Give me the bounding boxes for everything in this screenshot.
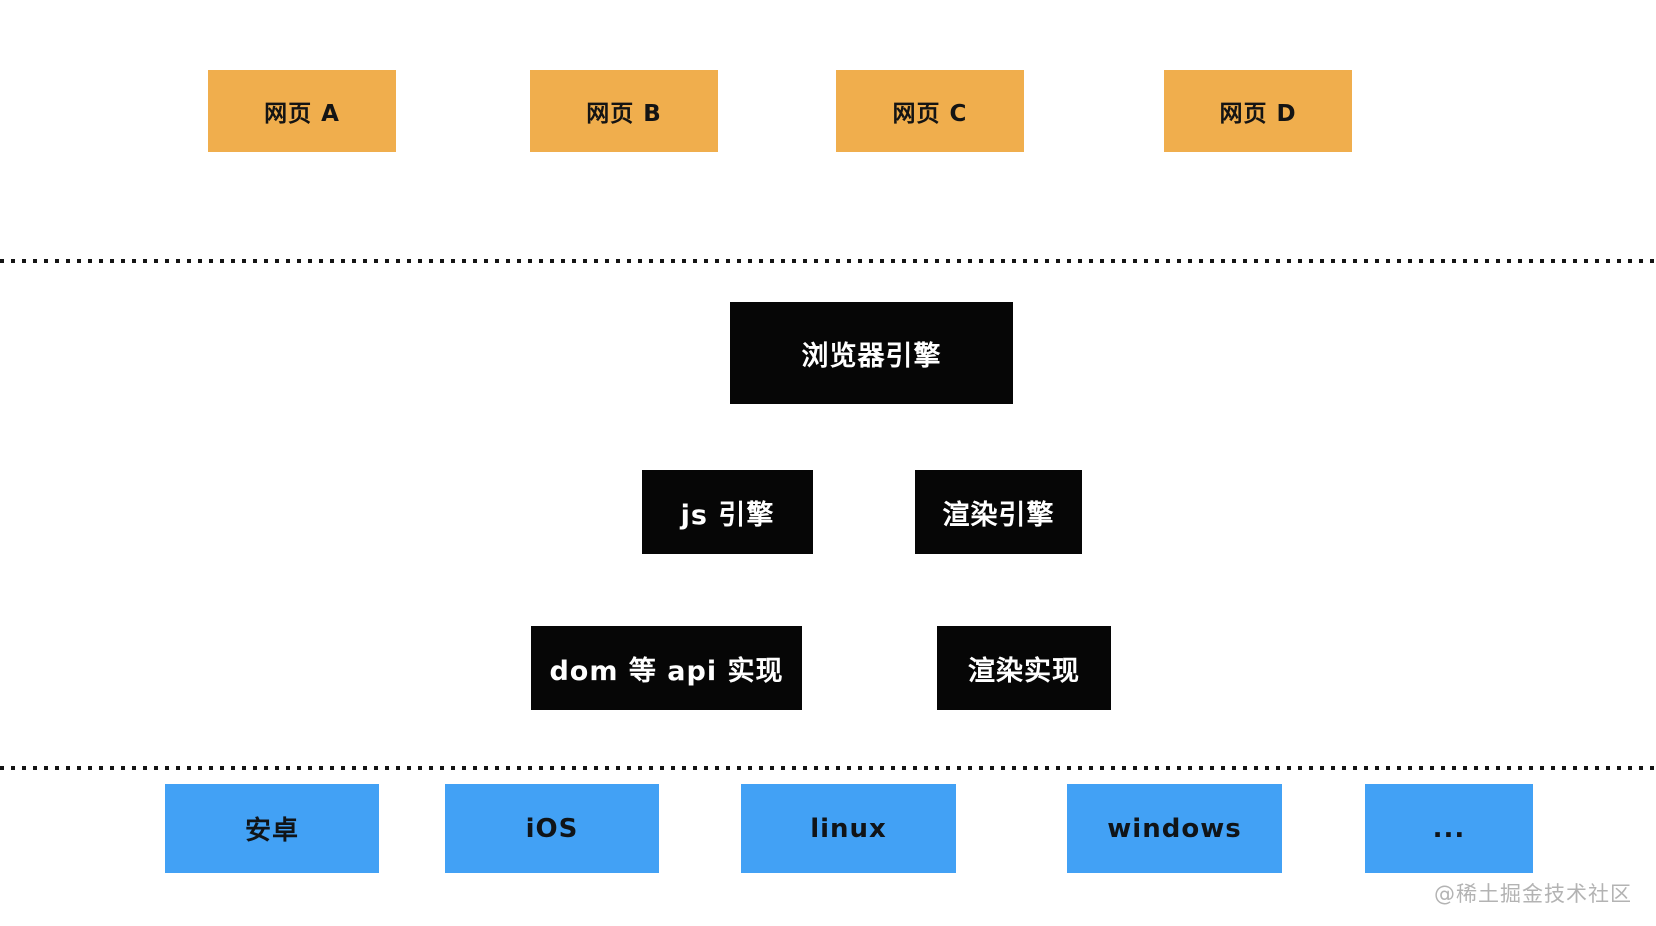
os-windows-box: windows [1067,784,1282,873]
webpage-d-box: 网页 D [1164,70,1352,152]
webpage-c-box: 网页 C [836,70,1024,152]
dom-api-implementation-box: dom 等 api 实现 [531,626,802,710]
os-linux-box: linux [741,784,956,873]
webpage-a-box: 网页 A [208,70,396,152]
render-implementation-box: 渲染实现 [937,626,1111,710]
bottom-dotted-divider [0,766,1656,770]
community-watermark: @稀土掘金技术社区 [1434,882,1632,906]
os-more-box: ... [1365,784,1533,873]
render-engine-box: 渲染引擎 [915,470,1082,554]
js-engine-box: js 引擎 [642,470,813,554]
os-android-box: 安卓 [165,784,379,873]
browser-engine-box: 浏览器引擎 [730,302,1013,404]
webpage-b-box: 网页 B [530,70,718,152]
top-dotted-divider [0,259,1656,263]
os-ios-box: iOS [445,784,659,873]
